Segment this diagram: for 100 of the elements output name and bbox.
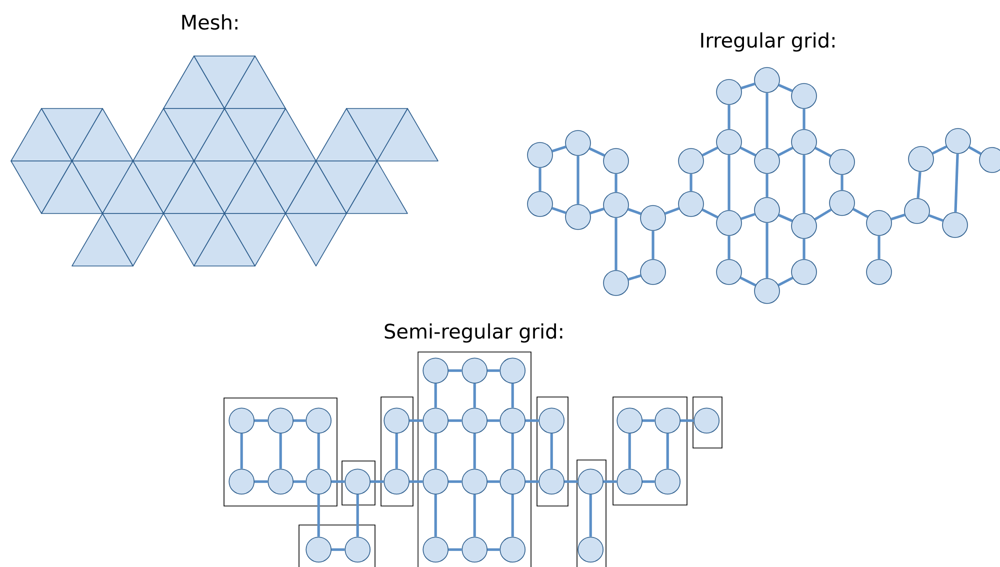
- grid-node: [422, 408, 448, 434]
- grid-node: [716, 210, 742, 236]
- grid-link: [890, 214, 906, 220]
- grid-link: [473, 384, 476, 408]
- grid-link: [590, 208, 604, 214]
- grid-node: [306, 408, 332, 434]
- grid-node: [344, 536, 370, 562]
- grid-node: [829, 190, 855, 216]
- grid-node: [754, 197, 780, 223]
- grid-link: [728, 104, 730, 130]
- grid-link: [511, 494, 514, 537]
- grid-node: [945, 128, 971, 154]
- panel-title: Irregular grid:: [701, 32, 834, 52]
- grid-node: [603, 192, 629, 218]
- grid-link: [254, 419, 268, 422]
- grid-link: [702, 146, 718, 156]
- grid-node: [654, 408, 680, 434]
- grid-node: [640, 259, 666, 285]
- grid-link: [840, 174, 844, 190]
- grid-link: [778, 146, 794, 156]
- grid-link: [317, 494, 320, 537]
- grid-node: [754, 67, 780, 93]
- grid-node: [500, 408, 526, 434]
- panel-title: Mesh:: [182, 14, 238, 30]
- grid-node: [603, 270, 629, 296]
- grid-link: [852, 208, 868, 218]
- grid-link: [878, 236, 880, 260]
- grid-link: [778, 84, 793, 92]
- grid-link: [488, 369, 500, 372]
- grid-link: [766, 174, 768, 198]
- grid-node: [538, 468, 564, 494]
- grid-node: [384, 468, 410, 494]
- grid-link: [511, 434, 514, 469]
- grid-link: [332, 548, 345, 551]
- grid-link: [526, 480, 539, 483]
- group-box: [612, 396, 688, 506]
- grid-node: [565, 204, 591, 230]
- grid-link: [814, 208, 832, 220]
- grid-link: [628, 434, 631, 469]
- group-box: [380, 396, 414, 506]
- grid-node: [716, 259, 742, 285]
- grid-link: [240, 434, 243, 469]
- grid-link: [511, 384, 514, 408]
- grid-node: [616, 468, 642, 494]
- grid-link: [410, 419, 423, 422]
- grid-link: [550, 434, 553, 469]
- grid-link: [576, 156, 580, 204]
- grid-link: [488, 480, 500, 483]
- grid-link: [395, 434, 398, 469]
- grid-link: [614, 218, 618, 270]
- grid-link: [604, 480, 617, 483]
- grid-link: [552, 206, 566, 214]
- grid-link: [814, 146, 832, 158]
- grid-node: [603, 148, 629, 174]
- grid-link: [526, 419, 539, 422]
- group-box: [342, 460, 376, 506]
- grid-node: [791, 259, 817, 285]
- grid-node: [678, 148, 704, 174]
- group-box: [576, 460, 606, 567]
- grid-link: [928, 214, 944, 222]
- grid-link: [294, 480, 306, 483]
- grid-link: [628, 208, 642, 215]
- grid-node: [462, 408, 488, 434]
- grid-link: [488, 419, 500, 422]
- grid-link: [564, 480, 578, 483]
- grid-node: [694, 408, 720, 434]
- grid-node: [344, 468, 370, 494]
- grid-link: [410, 480, 423, 483]
- grid-link: [642, 419, 655, 422]
- grid-link: [932, 145, 947, 155]
- grid-link: [628, 274, 642, 281]
- grid-link: [916, 172, 922, 198]
- grid-node: [791, 83, 817, 109]
- grid-link: [778, 276, 794, 286]
- grid-link: [279, 434, 282, 469]
- grid-node: [678, 191, 704, 217]
- grid-link: [448, 369, 462, 372]
- grid-node: [866, 259, 892, 285]
- grid-link: [294, 419, 306, 422]
- grid-node: [306, 468, 332, 494]
- grid-link: [766, 222, 768, 278]
- grid-node: [942, 212, 968, 238]
- grid-link: [642, 480, 655, 483]
- grid-node: [616, 408, 642, 434]
- grid-node: [578, 536, 604, 562]
- grid-link: [254, 480, 268, 483]
- grid-link: [434, 384, 437, 408]
- grid-link: [802, 108, 806, 130]
- grid-node: [565, 130, 591, 156]
- grid-node: [716, 79, 742, 105]
- grid-link: [652, 230, 654, 260]
- grid-link: [740, 82, 756, 90]
- grid-node: [384, 408, 410, 434]
- grid-node: [500, 536, 526, 562]
- grid-link: [473, 434, 476, 469]
- grid-node: [228, 408, 254, 434]
- grid-node: [306, 536, 332, 562]
- grid-node: [500, 358, 526, 384]
- grid-link: [488, 548, 500, 551]
- grid-link: [317, 434, 320, 469]
